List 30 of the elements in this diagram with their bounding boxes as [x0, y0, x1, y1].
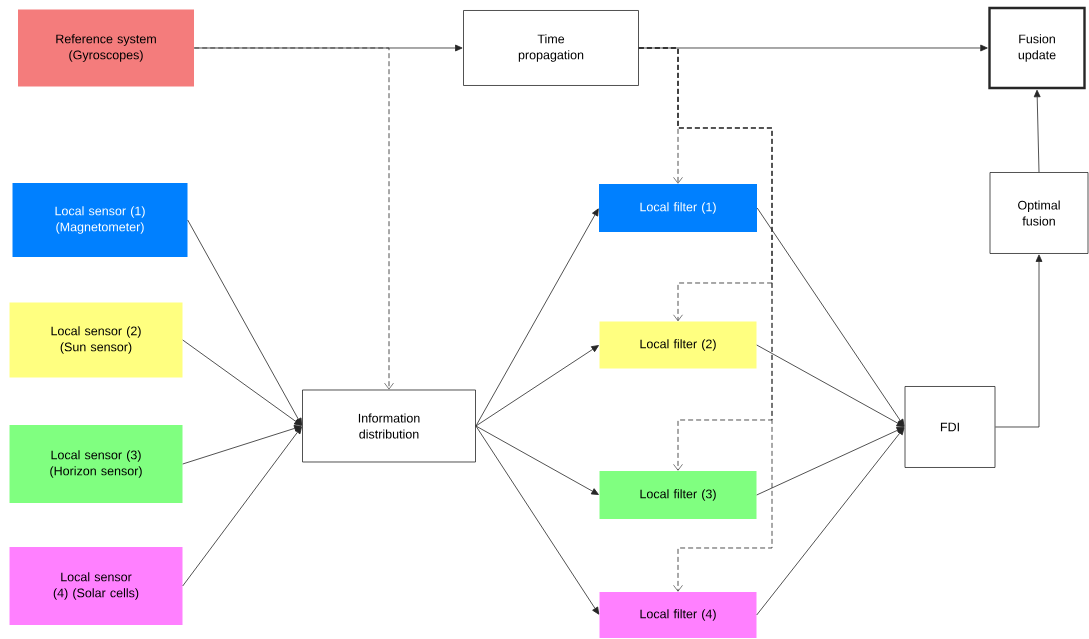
sensor-box: Local sensor (3) (Horizon sensor) [9, 425, 183, 503]
arrow [182, 339, 302, 426]
process-box: Fusion update [988, 6, 1086, 90]
arrow [193, 47, 394, 390]
process-box: Optimal fusion [989, 172, 1089, 254]
arrow [756, 207, 905, 427]
process-box: Time propagation [463, 10, 639, 86]
arrow [1033, 89, 1041, 173]
arrow [756, 344, 905, 427]
process-box: Information distribution [302, 389, 476, 463]
arrow [475, 345, 599, 427]
sensor-box: Local sensor (2) (Sun sensor) [9, 302, 183, 378]
arrow [475, 425, 600, 615]
filter-box: Local filter (4) [599, 592, 757, 638]
sensor-box: Local sensor (4) (Solar cells) [9, 547, 183, 625]
arrow [182, 425, 302, 465]
arrow [187, 219, 302, 426]
process-box: FDI [904, 386, 996, 468]
filter-box: Local filter (1) [599, 184, 757, 232]
arrow [182, 426, 302, 587]
sensor-box: Local sensor (1) (Magnetometer) [12, 183, 188, 257]
arrow [756, 427, 905, 616]
sensor-box: Reference system (Gyroscopes) [18, 9, 194, 87]
arrow [475, 208, 599, 427]
arrow [638, 47, 773, 592]
arrow [995, 254, 1043, 428]
filter-box: Local filter (2) [599, 321, 757, 369]
arrow [475, 425, 599, 495]
filter-box: Local filter (3) [599, 471, 757, 519]
arrow [756, 427, 905, 496]
